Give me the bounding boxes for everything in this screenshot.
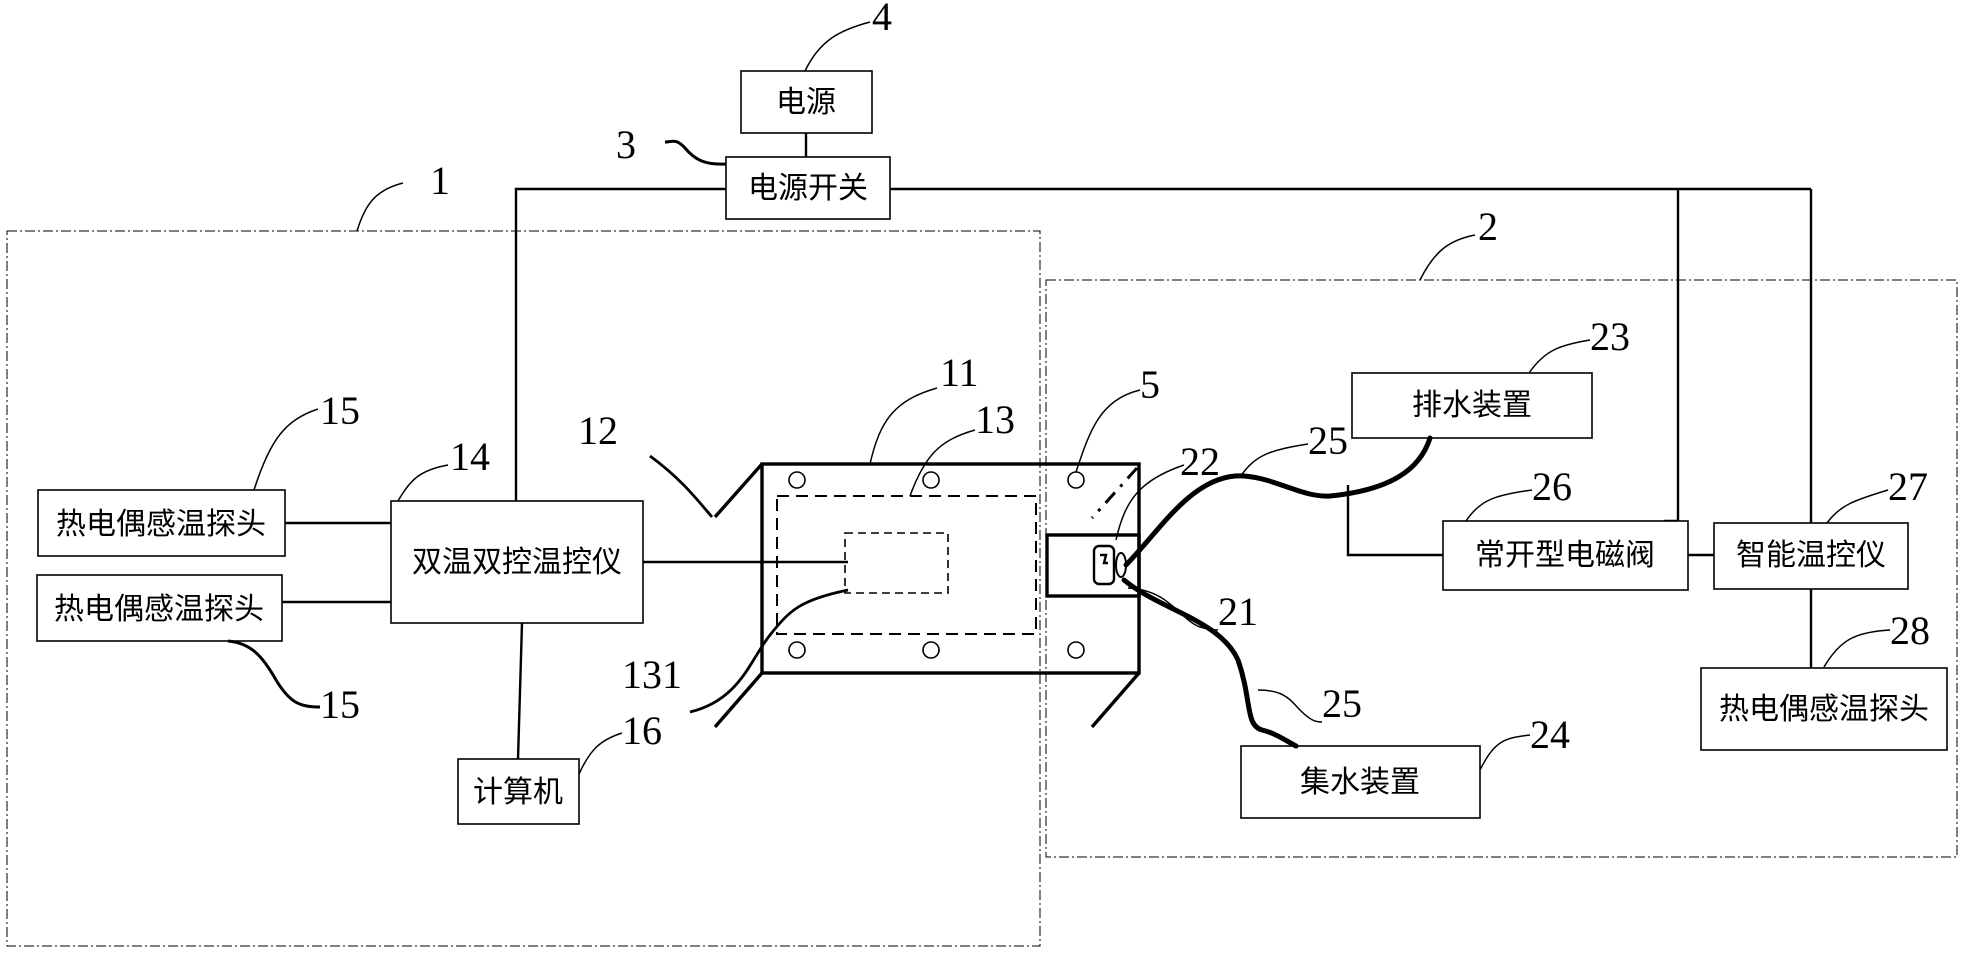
wire-pipe-to-solenoid <box>1346 485 1443 557</box>
nozzle-icon <box>1092 544 1127 586</box>
callout-15-bottom: 15 <box>320 682 360 727</box>
callout-3: 3 <box>616 122 636 167</box>
callout-28: 28 <box>1890 608 1930 653</box>
power-label: 电源 <box>776 86 836 119</box>
wire-bus-to-solenoid <box>1664 189 1680 523</box>
callout-12: 12 <box>578 408 618 453</box>
solenoid-valve-label: 常开型电磁阀 <box>1475 539 1655 572</box>
pipe-to-drain <box>1123 435 1433 568</box>
callout-11: 11 <box>940 350 979 395</box>
callout-23: 23 <box>1590 314 1630 359</box>
callout-5: 5 <box>1140 362 1160 407</box>
drain-device-label: 排水装置 <box>1412 389 1532 422</box>
probe-right-label: 热电偶感温探头 <box>1719 693 1929 726</box>
callout-27: 27 <box>1888 464 1928 509</box>
callout-131: 131 <box>622 652 682 697</box>
pipe-to-collector <box>1121 577 1299 749</box>
callout-15-top: 15 <box>320 388 360 433</box>
probe-left-top-block: 热电偶感温探头 <box>37 489 286 557</box>
water-collector-block: 集水装置 <box>1240 745 1481 819</box>
callout-22: 22 <box>1180 439 1220 484</box>
solenoid-valve-block: 常开型电磁阀 <box>1442 520 1689 591</box>
callout-1: 1 <box>430 158 450 203</box>
power-switch-label: 电源开关 <box>748 172 868 205</box>
smart-controller-label: 智能温控仪 <box>1736 539 1886 572</box>
callout-2: 2 <box>1478 204 1498 249</box>
wire-switch-to-dual-controller <box>514 187 726 501</box>
callout-13: 13 <box>975 397 1015 442</box>
dual-controller-block: 双温双控温控仪 <box>390 500 644 624</box>
sensor-zone-131 <box>844 532 949 594</box>
callout-14: 14 <box>450 434 490 479</box>
probe-left-bottom-label: 热电偶感温探头 <box>54 593 264 626</box>
test-chamber <box>713 462 1141 729</box>
computer-block: 计算机 <box>457 758 580 825</box>
callout-24: 24 <box>1530 712 1570 757</box>
probe-right-block: 热电偶感温探头 <box>1700 667 1948 751</box>
power-block: 电源 <box>740 70 873 134</box>
callout-16: 16 <box>622 708 662 753</box>
callout-26: 26 <box>1532 464 1572 509</box>
water-collector-label: 集水装置 <box>1300 766 1420 799</box>
smart-controller-block: 智能温控仪 <box>1713 522 1909 590</box>
drain-device-block: 排水装置 <box>1351 372 1593 439</box>
callout-25-top: 25 <box>1308 418 1348 463</box>
region-1-boundary <box>6 230 1041 947</box>
leader-lines <box>227 21 1891 775</box>
probe-left-top-label: 热电偶感温探头 <box>56 508 266 541</box>
callout-21: 21 <box>1218 589 1258 634</box>
dual-controller-label: 双温双控温控仪 <box>412 546 622 579</box>
power-switch-block: 电源开关 <box>725 156 891 220</box>
callout-25-bottom: 25 <box>1322 681 1362 726</box>
door-hinge-line <box>1090 466 1139 520</box>
heater-zone-13 <box>776 495 1037 635</box>
probe-left-bottom-block: 热电偶感温探头 <box>36 574 283 642</box>
callout-4: 4 <box>872 0 892 39</box>
nozzle-housing <box>1045 533 1141 598</box>
computer-label: 计算机 <box>473 776 563 809</box>
wire-controller-to-computer <box>516 622 524 760</box>
